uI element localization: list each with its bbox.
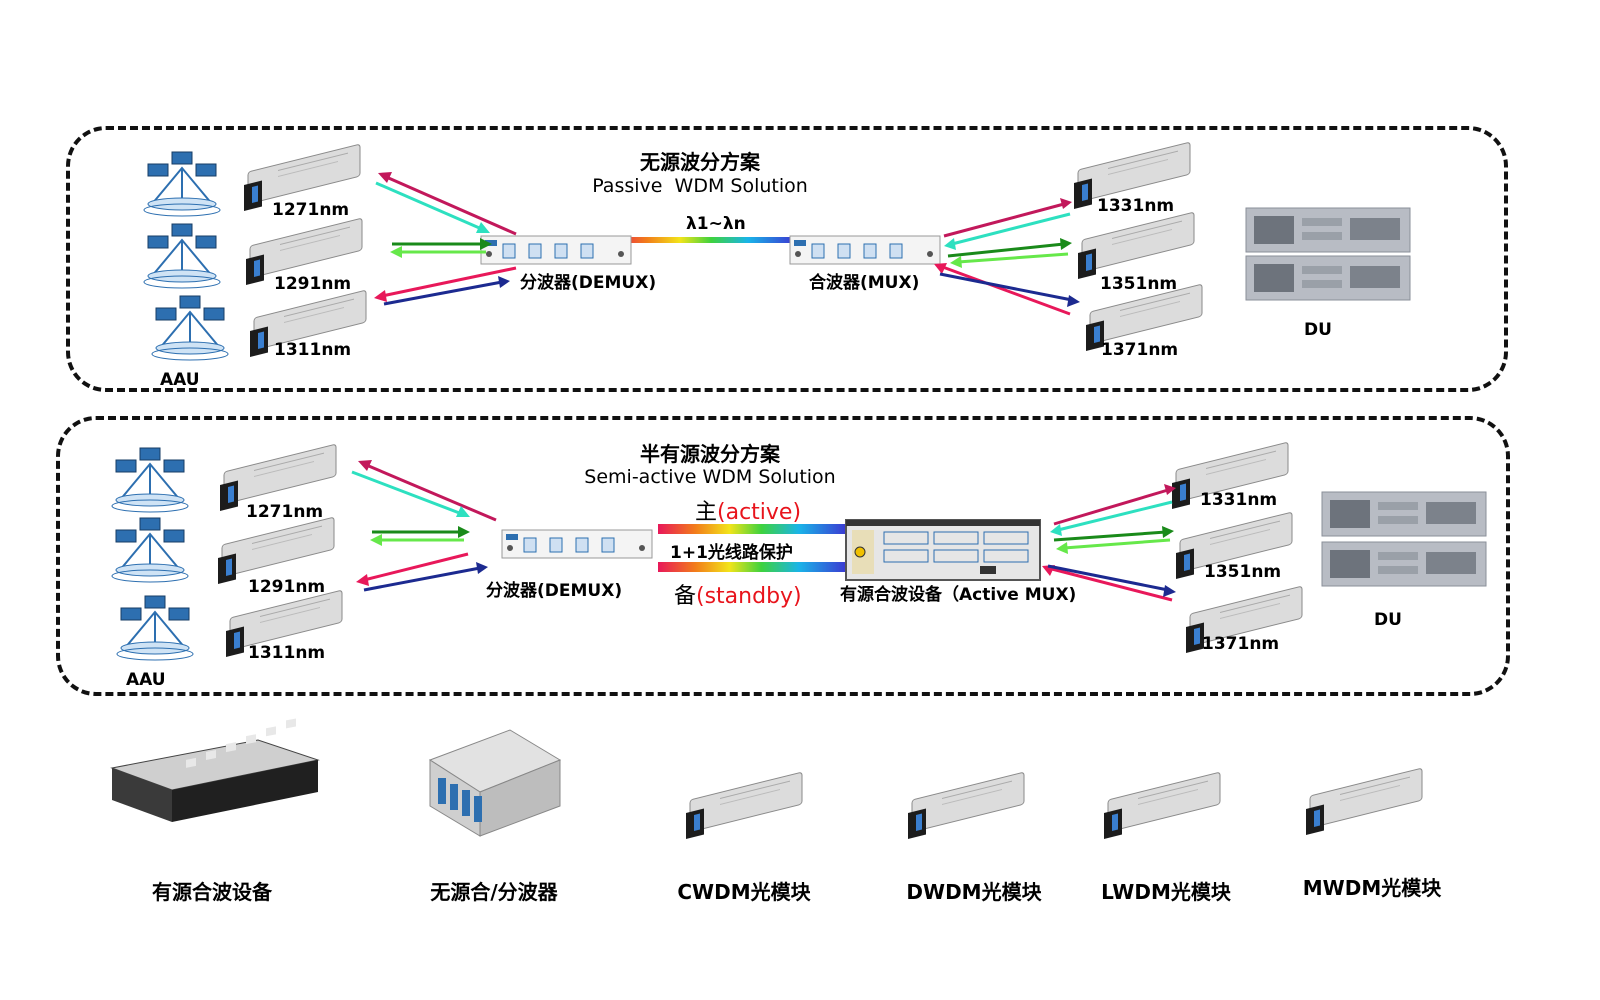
top-right-wavelength-2: 1351nm xyxy=(1100,274,1178,294)
bottom-right-wavelength-2: 1351nm xyxy=(1204,562,1282,582)
sfp-module-icon xyxy=(1305,767,1423,836)
lambda-range-label: λ1~λn xyxy=(686,214,746,234)
bottom-left-wavelength-1: 1271nm xyxy=(246,502,324,522)
bottom-left-wavelength-3: 1311nm xyxy=(248,643,326,663)
top-left-wavelength-1: 1271nm xyxy=(272,200,350,220)
sfp-module-icon xyxy=(907,771,1025,840)
bottom-left-wavelength-2: 1291nm xyxy=(248,577,326,597)
standby-fiber-rainbow xyxy=(658,562,846,572)
sfp-module-icon xyxy=(685,771,803,840)
active-en: (active) xyxy=(717,500,802,525)
standby-cn: 备 xyxy=(674,584,697,609)
top-aau-label: AAU xyxy=(160,370,200,390)
semi-active-title-en: Semi-active WDM Solution xyxy=(584,466,836,488)
bottom-du-label: DU xyxy=(1374,610,1402,630)
passive-wdm-panel xyxy=(66,126,1508,392)
passive-title-en: Passive WDM Solution xyxy=(592,175,808,197)
bottom-aau-label: AAU xyxy=(126,670,166,690)
standby-en: (standby) xyxy=(696,584,802,609)
passive-fiber-rainbow xyxy=(610,237,794,243)
top-left-wavelength-3: 1311nm xyxy=(274,340,352,360)
product-label-cwdm: CWDM光模块 xyxy=(677,880,811,904)
product-label-dwdm: DWDM光模块 xyxy=(906,880,1042,904)
top-right-wavelength-3: 1371nm xyxy=(1101,340,1179,360)
product-label-passive-mux-demux: 无源合/分波器 xyxy=(430,880,558,904)
standby-path-label: 备(standby) xyxy=(674,578,802,610)
bottom-right-wavelength-1: 1331nm xyxy=(1200,490,1278,510)
active-fiber-rainbow xyxy=(658,524,846,534)
active-path-label: 主(active) xyxy=(695,494,801,526)
semi-active-wdm-panel xyxy=(56,416,1510,696)
top-right-wavelength-1: 1331nm xyxy=(1097,196,1175,216)
passive-mux-label: 合波器(MUX) xyxy=(809,273,920,293)
semi-active-demux-label: 分波器(DEMUX) xyxy=(486,581,623,601)
top-left-wavelength-2: 1291nm xyxy=(274,274,352,294)
bottom-right-wavelength-3: 1371nm xyxy=(1202,634,1280,654)
sfp-module-icon xyxy=(1103,771,1221,840)
product-label-mwdm: MWDM光模块 xyxy=(1302,876,1442,900)
top-du-label: DU xyxy=(1304,320,1332,340)
product-label-lwdm: LWDM光模块 xyxy=(1101,880,1231,904)
semi-active-title-cn: 半有源波分方案 xyxy=(640,442,780,466)
lgx-cassette-icon xyxy=(428,729,562,837)
protection-label: 1+1光线路保护 xyxy=(670,543,793,563)
passive-demux-label: 分波器(DEMUX) xyxy=(520,273,657,293)
active-mux-chassis xyxy=(845,519,1041,581)
passive-title-cn: 无源波分方案 xyxy=(640,150,760,174)
rack-chassis-icon xyxy=(110,718,320,822)
active-mux-label: 有源合波设备（Active MUX) xyxy=(840,585,1077,605)
active-cn: 主 xyxy=(695,500,718,525)
product-label-active-mux: 有源合波设备 xyxy=(152,880,272,904)
